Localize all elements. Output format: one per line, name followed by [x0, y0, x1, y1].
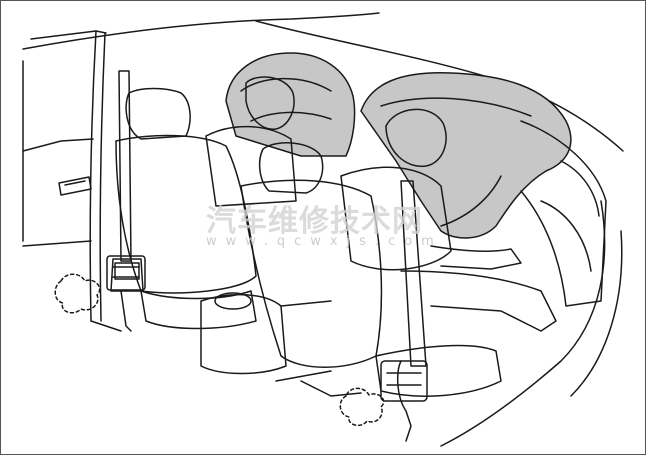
- front-seatbelt: [396, 180, 427, 442]
- exhaust-smoke-icon: [339, 387, 385, 427]
- rear-seatbelt: [110, 70, 144, 332]
- center-console: [200, 292, 332, 382]
- front-occupant: [340, 108, 557, 332]
- exhaust-smoke-icon: [54, 273, 101, 314]
- car-body-outline: [22, 12, 624, 447]
- dashboard: [520, 120, 607, 307]
- rear-seat: [115, 87, 257, 330]
- seatbelt-pretensioner-icon: [106, 255, 146, 291]
- curtain-airbag-icon: [225, 52, 356, 157]
- side-airbag-icon: [360, 72, 572, 239]
- door-handle: [58, 176, 92, 196]
- watermark-title: 汽车维修技术网: [206, 204, 423, 239]
- watermark-url: www.qcwxjs.com: [206, 234, 443, 249]
- seatbelt-pretensioner-icon: [380, 360, 428, 402]
- rear-occupant: [205, 76, 297, 207]
